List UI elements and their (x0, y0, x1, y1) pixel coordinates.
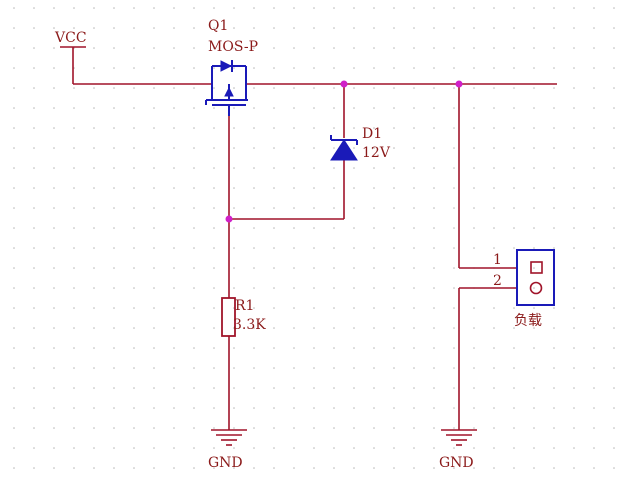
junction-zener-top (340, 80, 348, 88)
resistor-r1[interactable]: R1 3.3K (221, 297, 266, 337)
vcc-power-port[interactable]: VCC (54, 30, 87, 84)
load-pin2-label: 2 (493, 273, 502, 289)
mosfet-q1[interactable]: Q1 MOS-P (205, 18, 258, 116)
load-name: 负载 (514, 313, 542, 329)
gnd-left-port[interactable]: GND (208, 429, 247, 471)
r1-value: 3.3K (233, 317, 266, 333)
load-connector[interactable]: 1 2 负载 (493, 249, 555, 329)
zener-d1[interactable]: D1 12V (330, 126, 391, 161)
q1-designator: Q1 (208, 18, 228, 34)
d1-value: 12V (362, 145, 391, 161)
grid-dots (13, 7, 615, 469)
q1-value: MOS-P (208, 39, 258, 55)
gnd-right-label: GND (439, 455, 474, 471)
junction-gate (225, 215, 233, 223)
r1-designator: R1 (235, 298, 254, 314)
gnd-left-label: GND (208, 455, 243, 471)
vcc-label: VCC (54, 30, 87, 46)
gnd-right-port[interactable]: GND (439, 429, 477, 471)
junction-load (455, 80, 463, 88)
d1-designator: D1 (362, 126, 382, 142)
load-pin1-label: 1 (493, 252, 502, 268)
